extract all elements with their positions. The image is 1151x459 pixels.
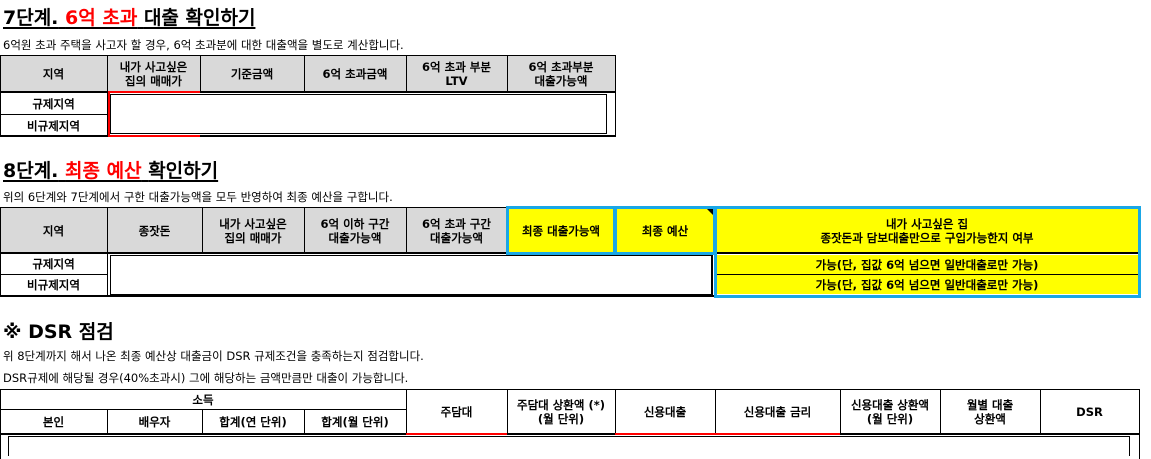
dsr-red-credit-loan [615,433,715,435]
s7-input-area[interactable] [110,94,607,134]
s8-result-unregulated: 가능(단, 집값 6억 넘으면 일반대출로만 가능) [716,275,1138,294]
s8-header-region: 지역 [0,208,107,253]
section7-title-suffix: 대출 확인하기 [143,7,256,29]
dsr-header-spouse: 배우자 [138,414,171,429]
s8-input-area[interactable] [110,255,712,295]
s8-blue-final-budget [614,206,716,255]
dsr-header-monthly-repayment: 월별 대출 상환액 [966,397,1014,426]
section8-title-suffix: 확인하기 [148,160,219,182]
s8-header-affordability: 내가 사고싶은 집 종잣돈과 담보대출만으로 구입가능한지 여부 [715,208,1139,253]
section7-title-prefix: 7단계. [3,7,59,29]
dsr-header-mortgage-repayment: 주담대 상환액 (*) (월 단위) [516,397,605,426]
s8-header-seed-money: 종잣돈 [107,208,202,253]
s8-header-final-loan: 최종 대출가능액 [507,208,615,253]
dsr-header-credit-repayment: 신용대출 상환액 (월 단위) [850,397,930,426]
dsr-header-credit-rate: 신용대출 금리 [743,404,812,419]
s8-header-loan-over: 6억 초과 구간 대출가능액 [406,208,507,253]
s7-red-bottom [108,135,200,137]
section8-title: 8단계. 최종 예산 확인하기 [3,159,218,183]
dsr-header-dsr: DSR [1076,404,1103,419]
dsr-header-credit-loan: 신용대출 [643,404,687,419]
s8-blue-final-loan [506,206,616,255]
section8-title-highlight: 최종 예산 [65,160,142,182]
s7-red-top [108,91,200,93]
dsr-description-1: 위 8단계까지 해서 나온 최종 예산상 대출금이 DSR 규제조건을 충족하는… [3,349,424,363]
s8-row-regulated: 규제지역 [0,254,107,274]
dsr-header-monthly-total: 합계(월 단위) [321,414,389,429]
section8-description: 위의 6단계와 7단계에서 구한 대출가능액을 모두 반영하여 최종 예산을 구… [3,190,393,204]
section7-description: 6억원 초과 주택을 사고자 할 경우, 6억 초과분에 대한 대출액을 별도로… [3,38,404,52]
dsr-red-mortgage [406,433,507,435]
s8-header-loan-under: 6억 이하 구간 대출가능액 [304,208,406,253]
section7-title: 7단계. 6억 초과 대출 확인하기 [3,6,255,30]
s7-header-base-amount: 기준금액 [200,56,304,92]
s7-header-excess-loan: 6억 초과부분 대출가능액 [507,56,615,92]
s7-header-house-price: 내가 사고싶은 집의 매매가 [107,56,200,92]
s8-header-final-budget: 최종 예산 [615,208,715,253]
dsr-header-self: 본인 [42,414,65,429]
s8-header-house-price: 내가 사고싶은 집의 매매가 [202,208,304,253]
s7-red-left [108,91,110,137]
s7-row-regulated: 규제지역 [0,93,107,114]
dsr-header-annual-total: 합계(연 단위) [219,414,287,429]
s8-budget-comment-marker [707,209,713,215]
section7-title-highlight: 6억 초과 [65,7,138,29]
s8-blue-affordability [714,206,1141,298]
section8-title-prefix: 8단계. [3,160,59,182]
dsr-red-credit-rate [715,433,840,435]
dsr-input-area[interactable] [8,436,1130,456]
s7-row-unregulated: 비규제지역 [0,115,107,136]
s7-header-excess-ltv: 6억 초과 부분 LTV [406,56,507,92]
dsr-header-mortgage: 주담대 [440,404,473,419]
s8-row-unregulated: 비규제지역 [0,275,107,295]
dsr-description-2: DSR규제에 해당될 경우(40%초과시) 그에 해당하는 금액만큼만 대출이 … [3,371,409,385]
s8-result-regulated: 가능(단, 집값 6억 넘으면 일반대출로만 가능) [716,255,1138,274]
s7-header-excess-amount: 6억 초과금액 [304,56,406,92]
s7-header-region: 지역 [0,56,107,92]
dsr-title: ※ DSR 점검 [3,321,114,343]
dsr-header-income: 소득 [192,392,214,407]
